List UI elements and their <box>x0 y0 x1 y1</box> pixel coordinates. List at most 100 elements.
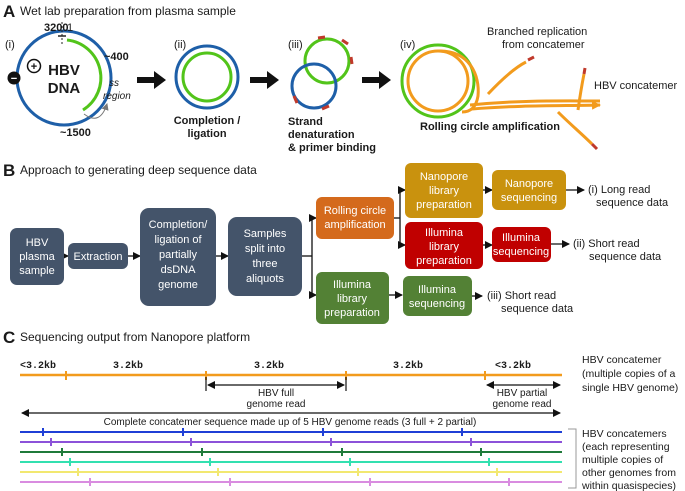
output-iii-line1: (iii) Short read <box>487 290 556 302</box>
panel-c: C Sequencing output from Nanopore platfo… <box>3 328 678 491</box>
svg-text:sequencing: sequencing <box>501 192 557 204</box>
step-arrow-1 <box>137 71 166 89</box>
denatured-strands <box>290 35 354 111</box>
panel-b-title: Approach to generating deep sequence dat… <box>20 163 257 177</box>
concatemers-desc-line1: HBV concatemers <box>582 428 667 440</box>
box-samples-split <box>228 217 302 296</box>
svg-text:partially: partially <box>159 249 197 261</box>
svg-text:amplification: amplification <box>324 219 385 231</box>
pos-3200: 3200 <box>44 22 68 34</box>
panel-b-letter: B <box>3 161 15 180</box>
hbv-dna-line1: HBV <box>48 62 80 79</box>
output-i-line1: (i) Long read <box>588 184 650 196</box>
svg-text:split into: split into <box>245 243 285 255</box>
svg-text:Illumina: Illumina <box>333 279 372 291</box>
svg-text:library: library <box>337 293 367 305</box>
completed-circle <box>174 44 240 110</box>
step-i-label: (i) <box>5 39 15 51</box>
read-arrows <box>21 377 561 417</box>
rca-label: Rolling circle amplification <box>420 121 560 133</box>
ss-region-line2: region <box>103 91 131 102</box>
segment-label-3: 3.2kb <box>254 360 284 372</box>
branched-line2: from concatemer <box>502 39 585 51</box>
strand-line1: Strand <box>288 116 323 128</box>
box-completion-ligation <box>140 208 216 306</box>
pos-1500: ~1500 <box>60 127 91 139</box>
output-ii-line2: sequence data <box>589 251 662 263</box>
step-arrow-3 <box>362 71 391 89</box>
svg-text:Illumina: Illumina <box>425 227 464 239</box>
svg-text:aliquots: aliquots <box>246 273 284 285</box>
segment-label-1: <3.2kb <box>20 360 56 372</box>
segment-label-2: 3.2kb <box>113 360 143 372</box>
svg-text:Completion/: Completion/ <box>149 219 209 231</box>
rolling-circle <box>400 43 601 151</box>
ss-region-line1: ss <box>109 78 119 89</box>
svg-text:plasma: plasma <box>19 251 55 263</box>
svg-text:three: three <box>252 258 277 270</box>
segment-label-5: <3.2kb <box>495 360 531 372</box>
panel-c-letter: C <box>3 328 15 347</box>
svg-text:Samples: Samples <box>244 228 287 240</box>
concatemer-label: HBV concatemer <box>594 80 677 92</box>
complete-sequence-text: Complete concatemer sequence made up of … <box>104 417 477 428</box>
box-illumina-sequencing-red <box>492 227 551 262</box>
svg-text:genome: genome <box>158 279 198 291</box>
flow-connectors <box>61 186 585 300</box>
step-iv-label: (iv) <box>400 39 415 51</box>
panel-a: A Wet lab preparation from plasma sample… <box>3 2 677 154</box>
minus-strand-marker <box>7 71 21 85</box>
svg-text:HBV: HBV <box>26 237 49 249</box>
output-ii-line1: (ii) Short read <box>573 238 640 250</box>
output-i-line2: sequence data <box>596 197 669 209</box>
svg-text:library: library <box>429 185 459 197</box>
svg-text:library: library <box>429 241 459 253</box>
svg-text:Nanopore: Nanopore <box>420 171 468 183</box>
step-arrow-2 <box>250 71 279 89</box>
box-illumina-library-red <box>405 222 483 269</box>
segment-label-4: 3.2kb <box>393 360 423 372</box>
completion-line1: Completion / <box>174 115 241 127</box>
partial-read-line2: genome read <box>493 399 552 410</box>
full-read-line2: genome read <box>247 399 306 410</box>
svg-text:sequencing: sequencing <box>409 298 465 310</box>
box-illumina-library-green <box>316 272 389 324</box>
box-illumina-sequencing-green <box>403 276 472 316</box>
svg-text:sample: sample <box>19 265 54 277</box>
box-rolling-circle <box>316 197 394 239</box>
svg-text:sequencing: sequencing <box>493 246 549 258</box>
svg-text:ligation of: ligation of <box>154 234 202 246</box>
box-nanopore-sequencing <box>492 170 566 210</box>
panel-a-title: Wet lab preparation from plasma sample <box>20 4 236 18</box>
strand-line3: & primer binding <box>288 142 376 154</box>
step-ii-label: (ii) <box>174 39 186 51</box>
strand-line2: denaturation <box>288 129 355 141</box>
completion-line2: ligation <box>187 128 226 140</box>
svg-text:preparation: preparation <box>416 199 472 211</box>
svg-text:dsDNA: dsDNA <box>161 264 197 276</box>
hbv-dna-line2: DNA <box>48 80 81 97</box>
concatemers-desc-line4: other genomes from <box>582 467 676 479</box>
concatemers-desc-line3: multiple copies of <box>582 454 663 466</box>
hbv-dna-circle: − + <box>7 22 113 127</box>
svg-text:−: − <box>11 73 17 85</box>
box-plasma-sample <box>10 228 64 285</box>
svg-text:Rolling circle: Rolling circle <box>324 205 386 217</box>
svg-text:Extraction: Extraction <box>74 251 123 263</box>
concatemers-desc-line2: (each representing <box>582 441 670 453</box>
box-nanopore-library <box>405 163 483 218</box>
plus-strand-marker <box>26 58 42 74</box>
concatemer-read <box>20 371 562 380</box>
svg-text:preparation: preparation <box>416 255 472 267</box>
svg-text:Illumina: Illumina <box>418 284 457 296</box>
partial-read-line1: HBV partial <box>497 388 548 399</box>
svg-text:+: + <box>31 61 37 73</box>
box-extraction <box>68 243 128 269</box>
pos-1: 1 <box>67 22 73 34</box>
panel-b: B Approach to generating deep sequence d… <box>3 161 669 324</box>
svg-text:Illumina: Illumina <box>502 232 541 244</box>
svg-text:preparation: preparation <box>324 307 380 319</box>
quasispecies-concatemers <box>20 428 562 486</box>
concatemers-bracket <box>568 428 577 489</box>
